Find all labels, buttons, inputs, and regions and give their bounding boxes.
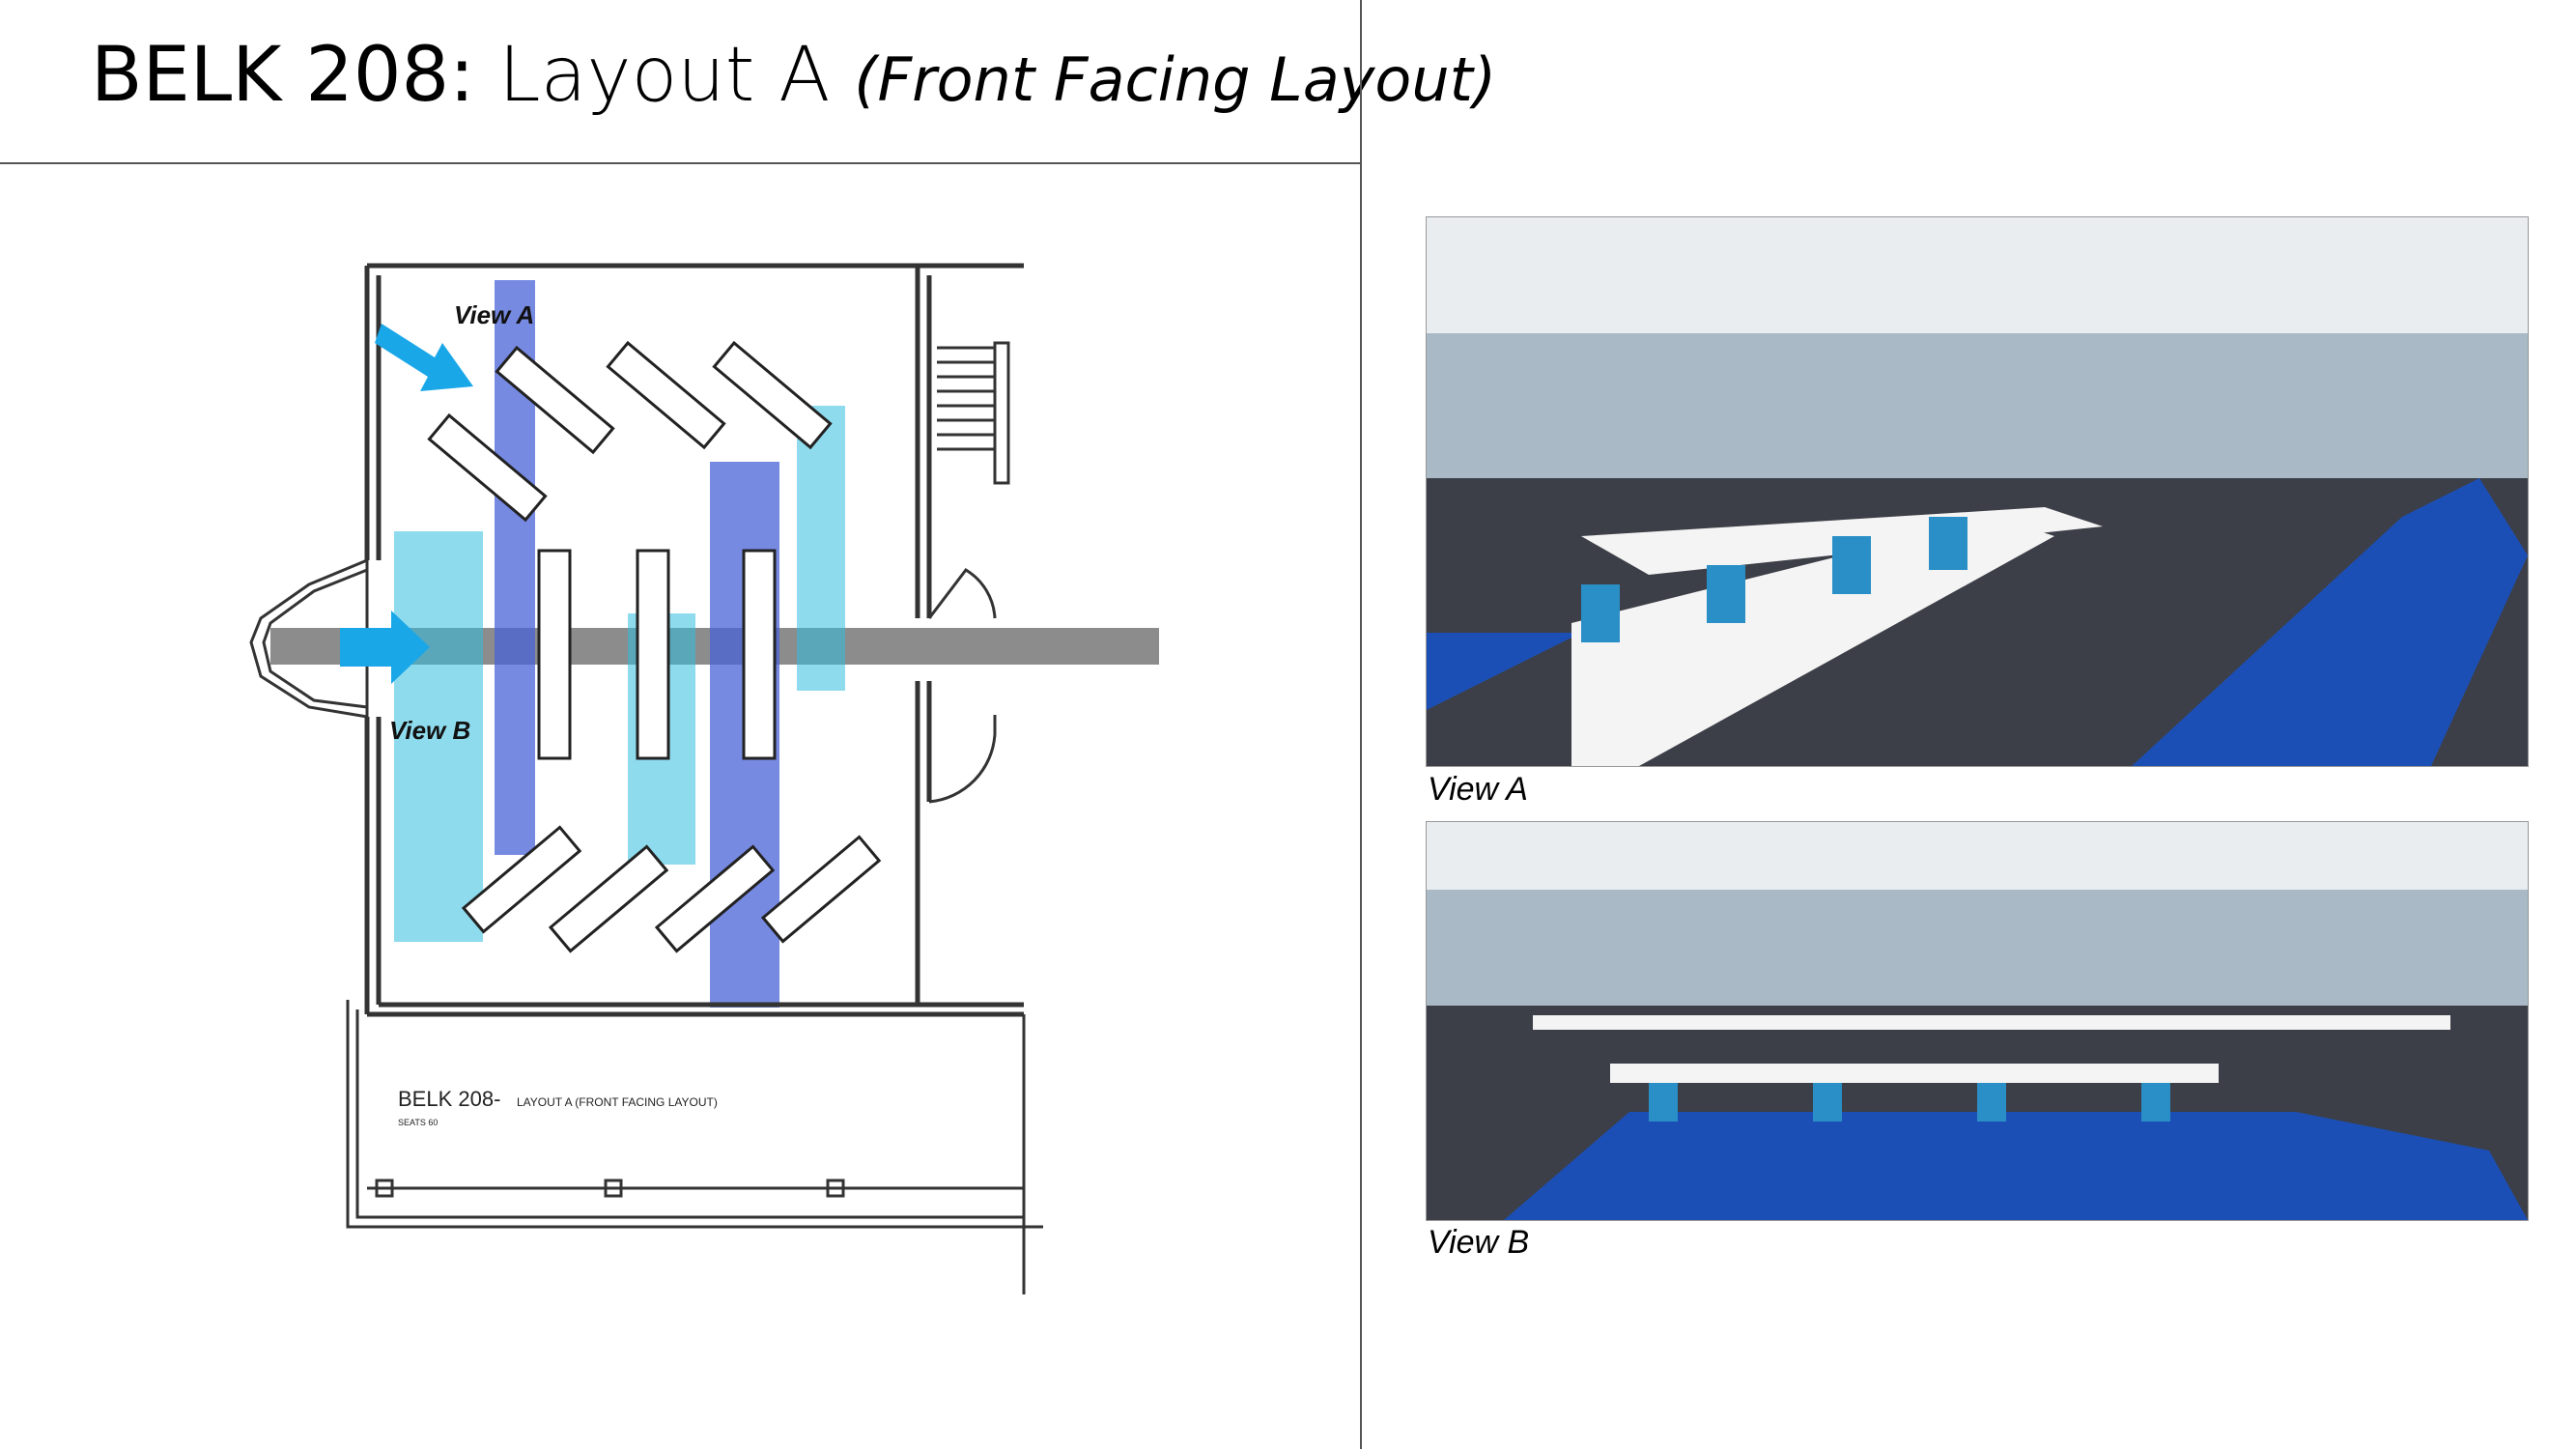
view-b-band-right	[797, 406, 845, 691]
view-a-caption: View A	[1428, 771, 1528, 808]
table-rows	[427, 340, 882, 953]
room-name: BELK 208:	[91, 32, 475, 119]
view-b-photo	[1426, 821, 2529, 1221]
stairs	[937, 341, 1010, 485]
view-a-arrow	[375, 324, 473, 391]
vertical-divider	[1360, 0, 1362, 1449]
title-block	[346, 1000, 1043, 1294]
title-block-subtitle: LAYOUT A (FRONT FACING LAYOUT)	[517, 1095, 718, 1109]
bay-window	[249, 557, 369, 719]
view-b-label: View B	[389, 716, 470, 745]
seat-count: SEATS 60	[398, 1118, 438, 1127]
door-swings	[927, 568, 997, 804]
room-walls	[364, 263, 1024, 1017]
view-a-photo	[1426, 216, 2529, 767]
layout-name: Layout A	[498, 32, 831, 119]
view-b-band-left	[394, 531, 483, 942]
view-b-arrow	[340, 611, 430, 684]
view-a-label: View A	[454, 300, 534, 329]
title-block-name: BELK 208-	[398, 1087, 500, 1111]
header-divider	[0, 162, 1362, 164]
layout-subtitle: (Front Facing Layout)	[854, 44, 1497, 115]
view-b-caption: View B	[1428, 1224, 1530, 1261]
floor-plan: BELK 208- LAYOUT A (FRONT FACING LAYOUT)…	[249, 263, 1159, 1294]
page-title: BELK 208: Layout A (Front Facing Layout)	[91, 27, 1496, 128]
